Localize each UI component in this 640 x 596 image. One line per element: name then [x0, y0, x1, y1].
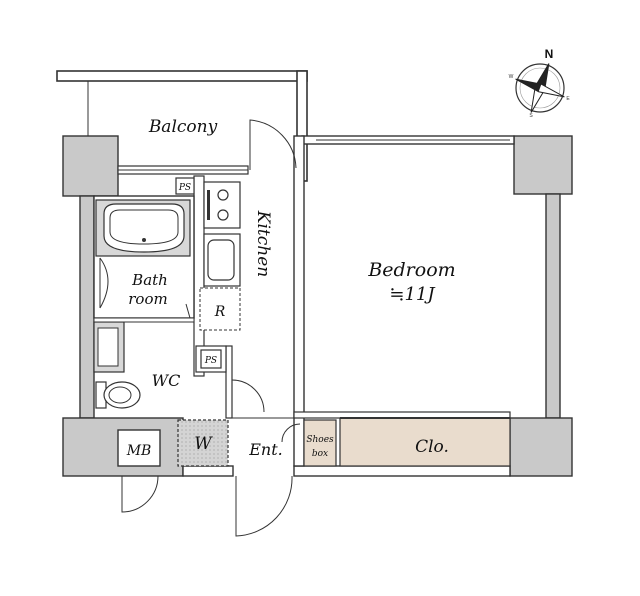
toilet	[95, 381, 141, 409]
compass-w-label: W	[509, 74, 514, 80]
refrigerator-label: R	[214, 304, 226, 320]
closet-label: Clo.	[415, 437, 449, 457]
bedroom-size-label: ≒11J	[389, 284, 436, 305]
balcony-label: Balcony	[148, 117, 218, 137]
compass-n-label: N	[545, 47, 554, 61]
ps-top-label: PS	[178, 183, 191, 193]
balcony-window	[117, 165, 249, 175]
shoes-box-label-2: box	[312, 449, 328, 459]
bath-label-1: Bath	[131, 271, 168, 289]
compass-needle-icon	[515, 63, 565, 113]
washing-machine-space: W	[177, 419, 229, 467]
kitchen-label: Kitchen	[253, 210, 273, 277]
kitchen-sink	[203, 233, 241, 287]
stove	[203, 181, 241, 229]
entrance-door	[235, 475, 293, 537]
compass-s-label: S	[529, 113, 533, 119]
closet: Clo.	[339, 417, 511, 467]
shoes-box-label-1: Shoes	[306, 435, 334, 445]
bath-label-2: room	[128, 290, 167, 308]
right-wall	[509, 135, 573, 477]
compass: N W E S	[509, 47, 571, 119]
ps-mid-label: PS	[204, 356, 217, 366]
balcony-door	[249, 119, 297, 170]
wash-basin	[93, 321, 125, 373]
bedroom-label: Bedroom	[367, 259, 455, 281]
refrigerator-space: R	[199, 287, 241, 331]
entrance-label: Ent.	[248, 440, 283, 459]
wc-label: WC	[152, 371, 181, 390]
ps-mid: PS	[195, 345, 227, 373]
bottom-wall	[182, 465, 511, 477]
ps-top: PS	[175, 177, 195, 195]
meter-box: MB	[117, 429, 161, 513]
wc-walls	[93, 317, 195, 419]
compass-e-label: E	[566, 96, 570, 102]
shoes-box: Shoes box	[281, 419, 337, 467]
wc-door	[231, 379, 265, 413]
meter-box-label: MB	[126, 443, 152, 459]
washing-machine-label: W	[194, 434, 213, 454]
